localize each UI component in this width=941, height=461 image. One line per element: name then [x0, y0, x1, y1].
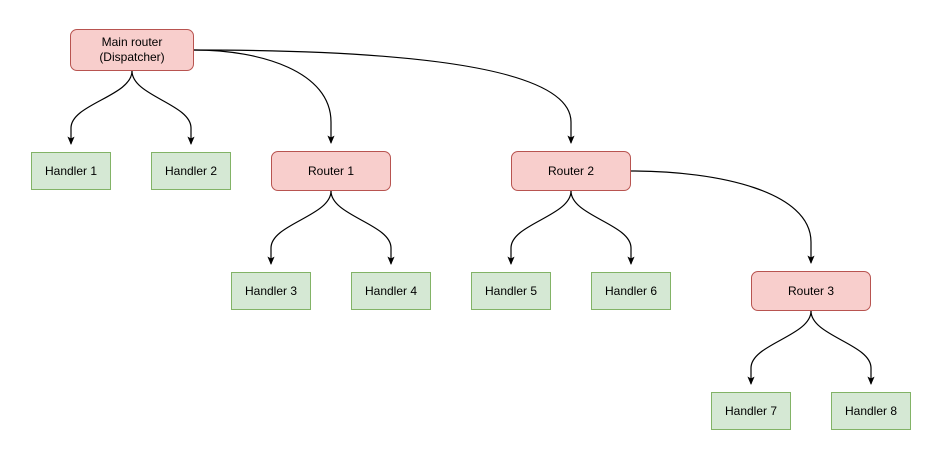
node-router-2[interactable]: Router 2: [511, 151, 631, 191]
node-handler-6-label: Handler 6: [604, 283, 658, 298]
node-router-2-label: Router 2: [547, 163, 595, 178]
node-handler-5[interactable]: Handler 5: [471, 272, 551, 310]
edge-router-2-to-router-3: [630, 170, 815, 264]
edge-router-1-to-handler-3: [267, 190, 332, 265]
node-handler-7[interactable]: Handler 7: [711, 392, 791, 430]
node-handler-1[interactable]: Handler 1: [31, 152, 111, 190]
node-router-1-label: Router 1: [307, 163, 355, 178]
node-handler-2[interactable]: Handler 2: [151, 152, 231, 190]
edge-main-to-router-2: [193, 49, 575, 144]
node-handler-8-label: Handler 8: [844, 403, 898, 418]
node-router-3-label: Router 3: [787, 283, 835, 298]
node-handler-3-label: Handler 3: [244, 283, 298, 298]
edge-router-2-to-handler-5: [507, 190, 572, 265]
edge-main-to-handler-1: [67, 70, 133, 145]
node-main-router-label: Main router (Dispatcher): [99, 35, 165, 64]
edge-main-to-handler-2: [131, 70, 195, 145]
node-router-1[interactable]: Router 1: [271, 151, 391, 191]
node-handler-6[interactable]: Handler 6: [591, 272, 671, 310]
node-handler-7-label: Handler 7: [724, 403, 778, 418]
node-handler-1-label: Handler 1: [44, 163, 98, 178]
node-handler-3[interactable]: Handler 3: [231, 272, 311, 310]
node-handler-4[interactable]: Handler 4: [351, 272, 431, 310]
node-router-3[interactable]: Router 3: [751, 271, 871, 311]
node-main-router[interactable]: Main router (Dispatcher): [70, 29, 194, 71]
edge-router-3-to-handler-8: [810, 310, 875, 385]
node-handler-5-label: Handler 5: [484, 283, 538, 298]
edge-router-1-to-handler-4: [330, 190, 395, 265]
node-handler-4-label: Handler 4: [364, 283, 418, 298]
edge-router-2-to-handler-6: [570, 190, 635, 265]
node-handler-2-label: Handler 2: [164, 163, 218, 178]
edge-main-to-router-1: [193, 49, 335, 144]
node-handler-8[interactable]: Handler 8: [831, 392, 911, 430]
edge-router-3-to-handler-7: [747, 310, 812, 385]
